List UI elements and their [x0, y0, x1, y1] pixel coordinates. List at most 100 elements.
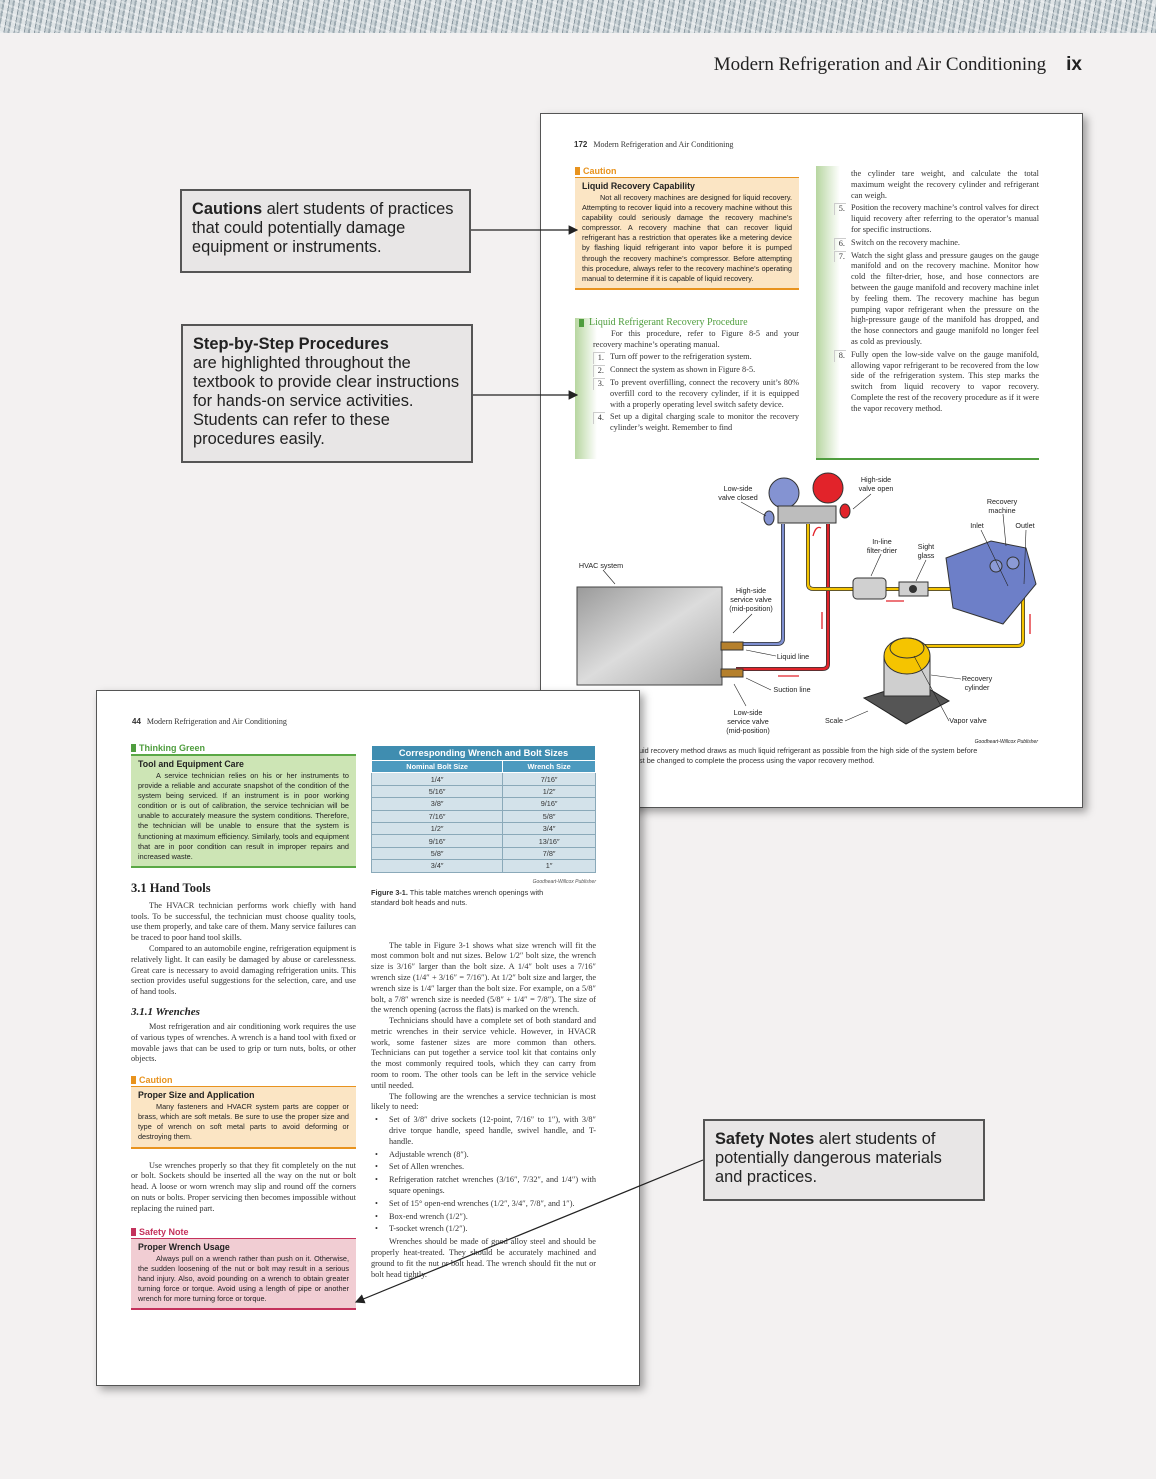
list-item: T-socket wrench (1/2″). [371, 1224, 596, 1235]
list-item: Set of 15° open-end wrenches (1/2″, 3/4″… [371, 1199, 596, 1210]
step-number: 8. [834, 349, 846, 362]
step-item: 3. To prevent overfilling, connect the re… [593, 377, 799, 410]
table-row: 5/8″7/8″ [370, 846, 596, 861]
box-text: Many fasteners and HVACR system parts ar… [138, 1102, 349, 1142]
callout-bold: Step-by-Step Procedures [193, 335, 389, 353]
label-high-side-service-valve: High-side [736, 586, 766, 595]
box-text: Always pull on a wrench rather than push… [138, 1253, 349, 1303]
table-title: Corresponding Wrench and Bolt Sizes [371, 745, 596, 761]
label-low-side-valve: Low-side [724, 484, 753, 493]
step-item: 4. Set up a digital charging scale to mon… [593, 412, 799, 434]
paragraph: The following are the wrenches a service… [371, 1091, 596, 1112]
book-title: Modern Refrigeration and Air Conditionin… [713, 54, 1047, 75]
caption-line: uid recovery method draws as much liquid… [639, 746, 978, 755]
procedure-intro: For this procedure, refer to Figure 8-5 … [593, 328, 799, 349]
figure-credit: Goodheart-Willcox Publisher [532, 878, 596, 885]
wrench-size: 1/2″ [502, 784, 596, 799]
column-header: Nominal Bolt Size [370, 759, 504, 774]
bolt-size: 9/16″ [370, 834, 504, 848]
box-title: Proper Size and Application [138, 1090, 255, 1101]
bolt-size: 5/8″ [370, 846, 504, 861]
list-item: Set of Allen wrenches. [371, 1162, 596, 1173]
body-text: The HVACR technician performs work chief… [131, 901, 356, 998]
wrench-size: 7/8″ [502, 846, 596, 861]
page-num: 172 [574, 140, 588, 149]
table-row: 7/16″5/8″ [370, 809, 596, 823]
safety-note-box: Safety Note Proper Wrench Usage Always p… [131, 1227, 356, 1311]
paragraph: Compared to an automobile engine, refrig… [131, 944, 356, 997]
callout-text: alert students of potentially dangerous … [715, 1130, 942, 1186]
step-item: 5.Position the recovery machine’s contro… [834, 203, 1039, 235]
wrench-size: 13/16″ [502, 834, 596, 848]
label-vapor-valve: Vapor valve [949, 716, 986, 725]
callout-safety: Safety Notes alert students of potential… [703, 1119, 985, 1201]
label-low-side-service-valve: Low-side [734, 708, 763, 717]
step-item: 8. Fully open the low-side valve on the g… [834, 349, 1039, 415]
label-high-side-service-valve: service valve [730, 595, 772, 604]
callout-cautions: Cautions alert students of practices tha… [180, 189, 471, 273]
callout-bold: Cautions [192, 200, 263, 218]
step-number: 4. [593, 412, 605, 425]
label-text: Caution [583, 166, 617, 176]
label-recovery-machine: machine [988, 506, 1015, 515]
caption-text: This table matches wrench openings with … [371, 887, 544, 907]
step-text: Turn off power to the refrigeration syst… [610, 352, 752, 362]
table-row: 5/16″1/2″ [370, 784, 596, 799]
table-row: 1/2″3/4″ [370, 821, 596, 836]
steps-list: 5.Position the recovery machine’s contro… [834, 203, 1039, 414]
procedure-column-2: the cylinder tare weight, and calculate … [816, 166, 1039, 460]
label-low-side-service-valve: (mid-position) [726, 726, 770, 735]
figure-caption: uid recovery method draws as much liquid… [639, 746, 977, 766]
running-head: Modern Refrigeration and Air Conditionin… [714, 54, 1082, 76]
step-text: Watch the sight glass and pressure gauge… [851, 250, 1039, 346]
list-item: Set of 3/8″ drive sockets (12-point, 7/1… [371, 1115, 596, 1147]
label-outlet: Outlet [1015, 521, 1034, 530]
step-text: Fully open the low-side valve on the gau… [851, 349, 1039, 413]
step-text: Position the recovery machine’s control … [851, 203, 1039, 234]
hvac-unit [576, 586, 723, 686]
list-item: Refrigeration ratchet wrenches (3/16″, 7… [371, 1175, 596, 1197]
box-title: Proper Wrench Usage [138, 1241, 230, 1252]
wrench-list: Set of 3/8″ drive sockets (12-point, 7/1… [371, 1115, 596, 1235]
body-text: The table in Figure 3-1 shows what size … [371, 941, 596, 1281]
safety-note-label: Safety Note [131, 1227, 356, 1237]
bolt-size: 5/16″ [370, 784, 504, 799]
step-text: Set up a digital charging scale to monit… [610, 412, 799, 433]
wrench-size: 1″ [502, 859, 596, 873]
table-row: 3/4″1″ [370, 859, 596, 873]
steps-list: 1.Turn off power to the refrigeration sy… [593, 352, 799, 434]
section-heading: 3.1 Hand Tools [131, 880, 211, 895]
label-text: Thinking Green [139, 743, 206, 753]
wrench-size: 7/16″ [502, 772, 596, 786]
paragraph: Most refrigeration and air conditioning … [131, 1022, 356, 1064]
wrench-size: 3/4″ [502, 821, 596, 836]
gauge-manifold [777, 505, 837, 524]
paragraph: The HVACR technician performs work chief… [131, 900, 356, 943]
label-high-side-valve: valve open [859, 484, 894, 493]
label-recovery-machine: Recovery [987, 497, 1018, 506]
label-suction-line: Suction line [773, 685, 810, 694]
wrench-size: 9/16″ [502, 797, 596, 811]
step-number: 2. [593, 365, 605, 377]
paragraph: The table in Figure 3-1 shows what size … [371, 940, 596, 1015]
label-high-side-service-valve: (mid-position) [729, 604, 773, 613]
step-item: 2. Connect the system as shown in Figure … [593, 365, 799, 377]
page-header-title: Modern Refrigeration and Air Conditionin… [593, 140, 734, 149]
step-item: 6.Switch on the recovery machine. [834, 237, 1039, 250]
paragraph: Wrenches should be made of good alloy st… [371, 1237, 596, 1279]
figure-credit: Goodheart-Willcox Publisher [975, 739, 1039, 745]
step-text: Connect the system as shown in Figure 8-… [610, 365, 756, 375]
step-item: 7.Watch the sight glass and pressure gau… [834, 250, 1039, 348]
label-sight-glass: Sight [918, 542, 934, 551]
label-recovery-cylinder: Recovery [962, 674, 993, 683]
paragraph: Technicians should have a complete set o… [371, 1016, 596, 1090]
label-scale: Scale [825, 716, 843, 725]
step-text: To prevent overfilling, connect the reco… [610, 377, 799, 409]
callout-text: alert students of practices that could p… [192, 200, 454, 256]
figure-number: Figure 3-1. [371, 887, 408, 897]
procedure-heading: Liquid Refrigerant Recovery Procedure [579, 317, 799, 329]
step-number: 3. [593, 377, 605, 390]
